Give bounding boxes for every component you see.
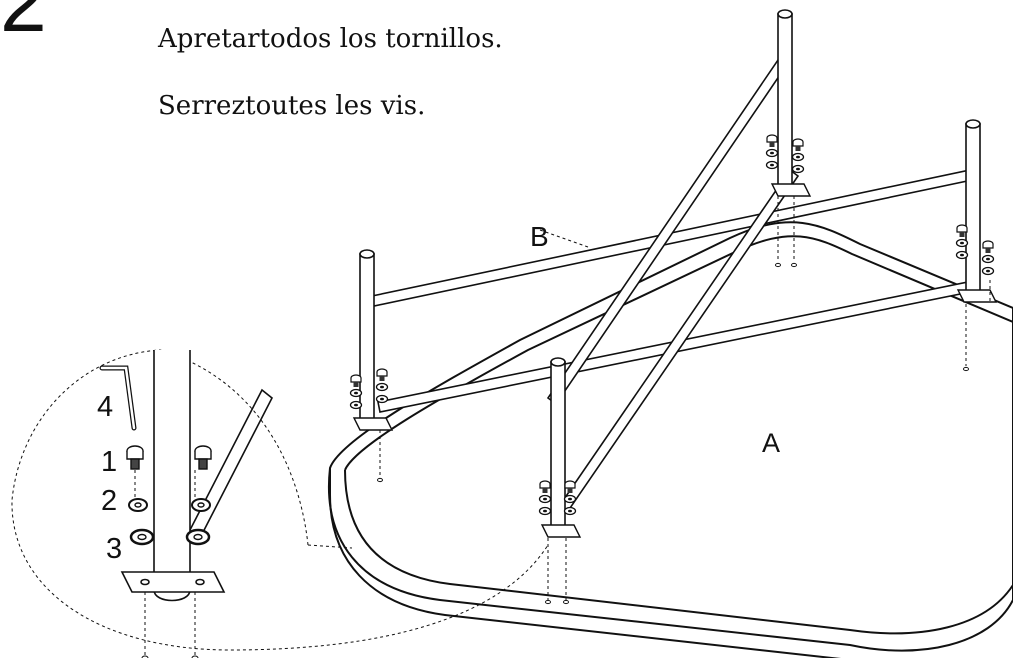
detail-view <box>99 350 274 602</box>
detail-callout <box>11 349 549 651</box>
instruction-spanish: Apretartodos los tornillos. <box>158 24 503 54</box>
detail-fasteners <box>126 445 212 546</box>
part-number-spring-washer: 2 <box>101 485 118 517</box>
part-number-allen-key: 4 <box>97 391 114 423</box>
part-number-screw: 1 <box>101 446 118 478</box>
label-frame-b: B <box>530 221 549 252</box>
part-number-flat-washer: 3 <box>106 533 123 565</box>
mounting-plates <box>352 183 998 538</box>
step-number: 2 <box>0 0 47 49</box>
instruction-french: Serreztoutes les vis. <box>158 91 426 121</box>
bathtub-shape <box>328 221 1013 658</box>
detail-guides <box>134 470 196 655</box>
mounting-holes <box>377 262 969 605</box>
mounting-guides <box>379 196 991 600</box>
label-tub-a: A <box>762 428 781 458</box>
support-frame <box>359 9 981 533</box>
